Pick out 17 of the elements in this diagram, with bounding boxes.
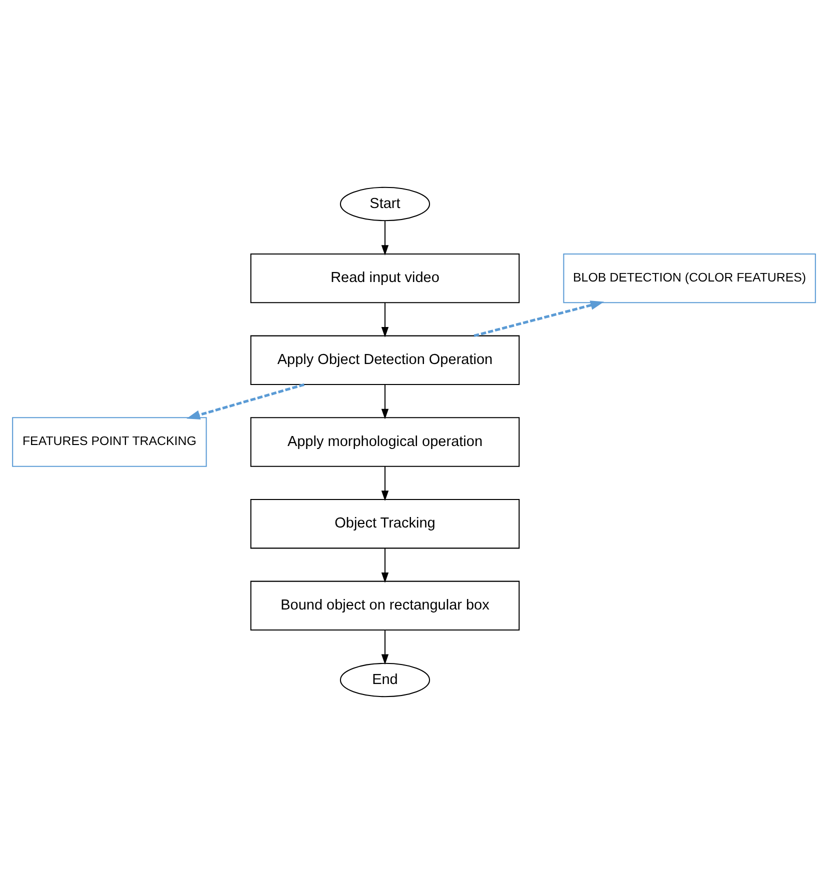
arrow — [381, 630, 389, 664]
node-box: Read input video — [250, 252, 520, 303]
node-box: Apply morphological operation — [250, 416, 520, 466]
node-box: Object Tracking — [250, 498, 520, 548]
arrow — [381, 548, 389, 582]
arrow — [381, 302, 389, 337]
arrow — [474, 300, 604, 337]
node-ellipse: Start — [340, 186, 430, 221]
node-box: BLOB DETECTION (COLOR FEATURES) — [563, 252, 816, 303]
node-box: Apply Object Detection Operation — [250, 334, 520, 385]
node-box: FEATURES POINT TRACKING — [12, 416, 207, 466]
arrow — [381, 220, 389, 255]
node-ellipse: End — [340, 662, 430, 697]
arrow — [186, 382, 305, 419]
arrow — [381, 466, 389, 501]
arrow — [381, 384, 389, 419]
node-box: Bound object on rectangular box — [250, 580, 520, 630]
